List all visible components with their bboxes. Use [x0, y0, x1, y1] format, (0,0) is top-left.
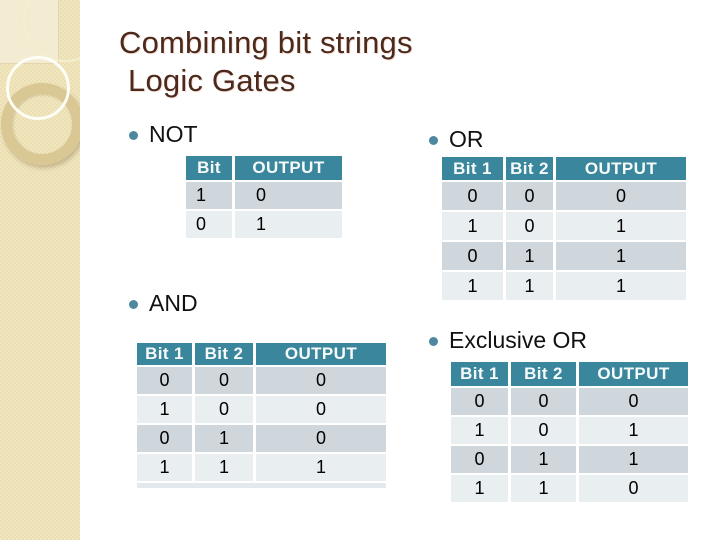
table-cell: 1 [195, 454, 253, 481]
table-cell: 1 [186, 182, 232, 209]
table-cell: 1 [137, 454, 192, 481]
table-cell: 1 [137, 396, 192, 423]
column-header: Bit [186, 156, 232, 180]
table-cell: 0 [451, 388, 508, 415]
column-header: OUTPUT [579, 362, 688, 386]
table-cell: 0 [506, 182, 553, 210]
table-cell: 0 [235, 182, 342, 209]
decorative-circle-outline-white [6, 56, 70, 120]
table-cell: 0 [442, 182, 503, 210]
table-cell: 1 [451, 475, 508, 502]
table-cell: 1 [511, 446, 576, 473]
bullet-icon [129, 130, 138, 140]
column-header: Bit 1 [137, 343, 192, 365]
title-line-2: Logic Gates [128, 63, 296, 98]
table-cell: 1 [256, 454, 386, 481]
table-cell: 1 [506, 242, 553, 270]
column-header: OUTPUT [235, 156, 342, 180]
section-label-text: Exclusive OR [449, 326, 588, 353]
column-header: Bit 2 [511, 362, 576, 386]
table-cell: 0 [442, 242, 503, 270]
table-cell: 1 [451, 417, 508, 444]
table-cell: 0 [256, 367, 386, 394]
table-cell: 1 [442, 272, 503, 300]
column-header: Bit 2 [195, 343, 253, 365]
table-cell: 1 [556, 212, 686, 240]
table-cell: 1 [511, 475, 576, 502]
table-cell: 0 [256, 396, 386, 423]
table-cell: 1 [579, 446, 688, 473]
section-label-xor: Exclusive OR [429, 325, 587, 355]
table-cell: 1 [506, 272, 553, 300]
title-line-1: Combining bit strings [119, 25, 413, 60]
table-cell: 1 [235, 211, 342, 238]
table-cell: 1 [556, 242, 686, 270]
table-cell: 0 [451, 446, 508, 473]
table-cell: 1 [556, 272, 686, 300]
section-label-not: NOT [129, 119, 198, 149]
section-label-and: AND [129, 288, 198, 318]
bullet-icon [129, 299, 138, 309]
table-bottom-sliver [137, 483, 386, 488]
table-cell: 0 [137, 425, 192, 452]
section-label-text: OR [449, 125, 484, 152]
column-header: OUTPUT [256, 343, 386, 365]
table-cell: 0 [579, 388, 688, 415]
column-header: OUTPUT [556, 157, 686, 180]
table-cell: 1 [579, 417, 688, 444]
bullet-icon [429, 135, 438, 145]
table-cell: 0 [256, 425, 386, 452]
column-header: Bit 2 [506, 157, 553, 180]
table-cell: 0 [506, 212, 553, 240]
column-header: Bit 1 [442, 157, 503, 180]
table-cell: 0 [511, 417, 576, 444]
table-cell: 0 [195, 396, 253, 423]
table-cell: 1 [442, 212, 503, 240]
bullet-icon [429, 336, 438, 346]
section-label-or: OR [429, 124, 484, 154]
table-cell: 0 [186, 211, 232, 238]
section-label-text: NOT [149, 120, 198, 147]
table-cell: 0 [579, 475, 688, 502]
left-decorative-band [0, 0, 80, 540]
table-cell: 0 [195, 367, 253, 394]
section-label-text: AND [149, 289, 198, 316]
table-cell: 1 [195, 425, 253, 452]
table-cell: 0 [511, 388, 576, 415]
table-cell: 0 [137, 367, 192, 394]
column-header: Bit 1 [451, 362, 508, 386]
table-cell: 0 [556, 182, 686, 210]
